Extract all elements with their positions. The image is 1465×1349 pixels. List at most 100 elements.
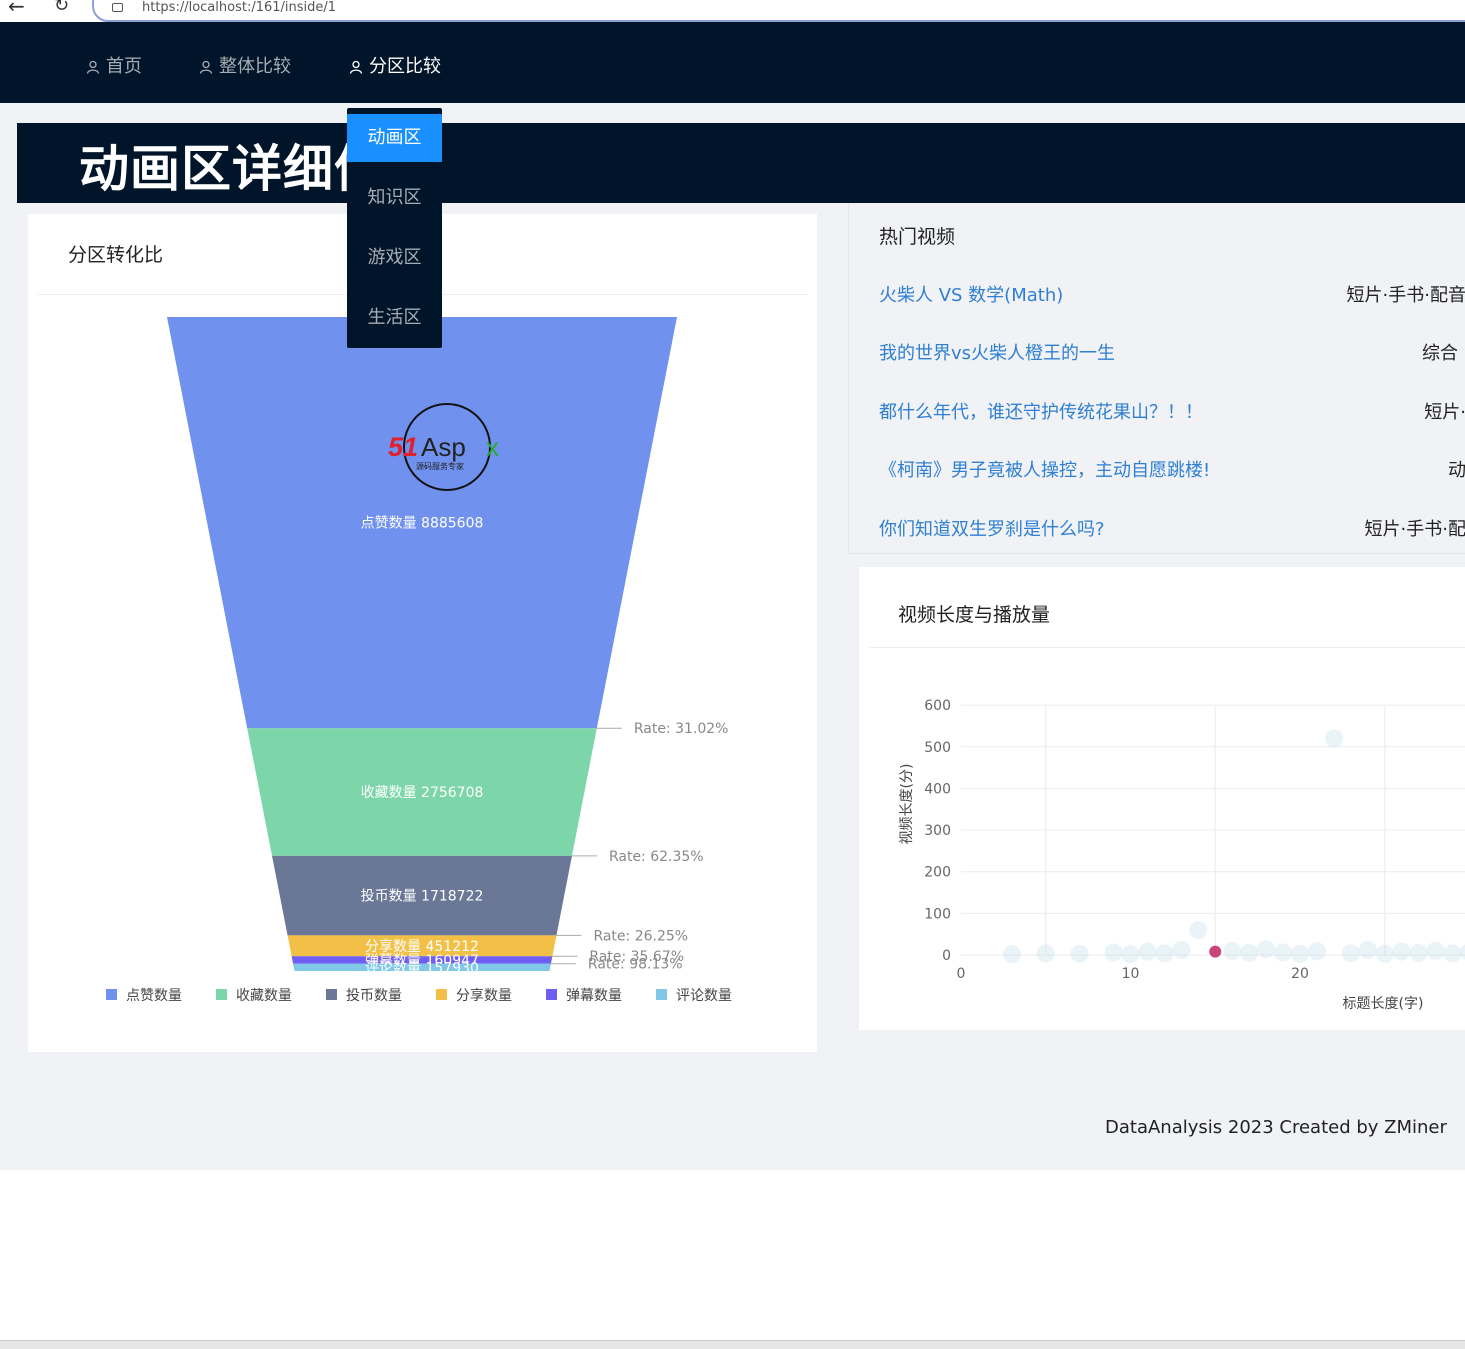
scatter-point[interactable] (1172, 941, 1190, 959)
video-title-link[interactable]: 都什么年代，谁还守护传统花果山？！！ (879, 398, 1203, 424)
y-tick-label: 100 (924, 906, 951, 922)
scatter-point[interactable] (1209, 946, 1221, 958)
video-category: 短片· (1424, 398, 1465, 424)
nav-item-overall[interactable]: 整体比较 (199, 52, 291, 78)
footer-text: DataAnalysis 2023 Created by ZMiner (1105, 1117, 1447, 1138)
hot-videos-panel: 热门视频 火柴人 VS 数学(Math) 短片·手书·配音 我的世界vs火柴人橙… (848, 203, 1465, 554)
legend-label[interactable]: 投币数量 (346, 988, 402, 1004)
rate-label: Rate: 62.35% (609, 849, 704, 865)
video-title-link[interactable]: 我的世界vs火柴人橙王的一生 (879, 339, 1115, 365)
scatter-point[interactable] (1274, 944, 1292, 962)
scatter-point[interactable] (1427, 942, 1445, 960)
x-axis-title: 标题长度(字) (1343, 996, 1424, 1012)
scatter-point[interactable] (1461, 943, 1465, 961)
scatter-point[interactable] (1189, 921, 1207, 939)
y-tick-label: 400 (924, 781, 951, 797)
x-tick-label: 20 (1291, 966, 1309, 982)
legend-label[interactable]: 评论数量 (676, 988, 732, 1004)
svg-text:Asp: Asp (421, 432, 466, 462)
nav-item-section[interactable]: 分区比较 (349, 52, 441, 78)
reload-icon[interactable]: ↻ (54, 0, 69, 16)
scatter-point[interactable] (1410, 944, 1428, 962)
rate-label: Rate: 98.13% (588, 957, 683, 973)
scatter-point[interactable] (1155, 944, 1173, 962)
scatter-point[interactable] (1138, 943, 1156, 961)
section-dropdown-menu: 动画区 知识区 游戏区 生活区 (347, 108, 442, 348)
video-category: 短片·手书·配 (1365, 515, 1465, 541)
funnel-segment-label: 点赞数量 8885608 (361, 516, 484, 532)
legend-swatch[interactable] (546, 989, 557, 1000)
nav-item-home[interactable]: 首页 (86, 52, 142, 78)
nav-item-label: 首页 (106, 52, 142, 78)
svg-text:51: 51 (388, 432, 418, 462)
list-item: 火柴人 VS 数学(Math) 短片·手书·配音 (879, 281, 1465, 311)
y-tick-label: 300 (924, 823, 951, 839)
app-page: 首页 整体比较 分区比较 动画区 知识区 游戏区 生活区 动画区详细信 分区转化… (0, 22, 1465, 1170)
scatter-point[interactable] (1291, 945, 1309, 963)
back-arrow-icon[interactable]: ← (8, 0, 25, 18)
scatter-point[interactable] (1071, 945, 1089, 963)
user-icon (199, 60, 213, 74)
scatter-point[interactable] (1122, 945, 1140, 963)
y-tick-label: 200 (924, 865, 951, 881)
list-item: 我的世界vs火柴人橙王的一生 综合 (879, 339, 1465, 369)
rate-label: Rate: 26.25% (593, 928, 688, 944)
rate-label: Rate: 31.02% (634, 721, 729, 737)
legend-swatch[interactable] (656, 989, 667, 1000)
video-title-link[interactable]: 《柯南》男子竟被人操控，主动自愿跳楼! (879, 456, 1210, 482)
address-bar[interactable]: https://localhost:/161/inside/1 (92, 0, 1465, 22)
browser-toolbar: ← ↻ https://localhost:/161/inside/1 (0, 0, 1465, 22)
svg-text:x: x (486, 432, 499, 462)
scatter-point[interactable] (1308, 942, 1326, 960)
dropdown-item-life[interactable]: 生活区 (347, 294, 442, 342)
scatter-chart: 0100200300400500600010203视频长度(分)标题长度(字) (859, 567, 1465, 1030)
user-icon (349, 60, 363, 74)
funnel-segment-label: 投币数量 1718722 (361, 889, 484, 905)
legend-label[interactable]: 收藏数量 (236, 988, 292, 1004)
scatter-point[interactable] (1003, 945, 1021, 963)
legend-label[interactable]: 点赞数量 (126, 988, 182, 1004)
scatter-point[interactable] (1105, 944, 1123, 962)
scatter-point[interactable] (1359, 941, 1377, 959)
y-axis-title: 视频长度(分) (899, 764, 915, 845)
page-title: 动画区详细信 (79, 129, 385, 201)
dropdown-item-game[interactable]: 游戏区 (347, 234, 442, 282)
legend-swatch[interactable] (216, 989, 227, 1000)
video-title-link[interactable]: 你们知道双生罗刹是什么吗? (879, 515, 1105, 541)
scatter-point[interactable] (1325, 729, 1343, 747)
scatter-point[interactable] (1376, 945, 1394, 963)
y-tick-label: 0 (942, 948, 951, 964)
legend-label[interactable]: 弹幕数量 (566, 988, 622, 1004)
user-icon (86, 60, 100, 74)
funnel-segment-label: 收藏数量 2756708 (361, 785, 484, 801)
scatter-card: 视频长度与播放量 0100200300400500600010203视频长度(分… (859, 567, 1465, 1030)
scatter-point[interactable] (1257, 940, 1275, 958)
site-info-icon[interactable] (112, 3, 123, 12)
dropdown-item-animation[interactable]: 动画区 (347, 114, 442, 162)
scatter-point[interactable] (1393, 943, 1411, 961)
x-tick-label: 0 (957, 966, 966, 982)
y-tick-label: 500 (924, 740, 951, 756)
list-item: 都什么年代，谁还守护传统花果山？！！ 短片· (879, 398, 1465, 428)
svg-text:源码服务专家: 源码服务专家 (416, 461, 464, 471)
list-item: 你们知道双生罗刹是什么吗? 短片·手书·配 (879, 515, 1465, 545)
legend-swatch[interactable] (326, 989, 337, 1000)
nav-item-label: 整体比较 (219, 52, 291, 78)
top-navbar: 首页 整体比较 分区比较 (0, 22, 1465, 103)
y-tick-label: 600 (924, 698, 951, 714)
scatter-point[interactable] (1240, 944, 1258, 962)
scatter-point[interactable] (1223, 942, 1241, 960)
legend-swatch[interactable] (106, 989, 117, 1000)
nav-item-label: 分区比较 (369, 52, 441, 78)
legend-label[interactable]: 分享数量 (456, 987, 512, 1004)
scatter-point[interactable] (1037, 944, 1055, 962)
scatter-point[interactable] (1444, 944, 1462, 962)
x-tick-label: 10 (1122, 966, 1140, 982)
video-category: 短片·手书·配音 (1347, 281, 1465, 307)
funnel-segment-label: 评论数量 157930 (365, 960, 479, 976)
dropdown-item-knowledge[interactable]: 知识区 (347, 174, 442, 222)
page-banner: 动画区详细信 (17, 123, 1465, 203)
legend-swatch[interactable] (436, 989, 447, 1000)
video-title-link[interactable]: 火柴人 VS 数学(Math) (879, 281, 1063, 307)
scatter-point[interactable] (1342, 944, 1360, 962)
